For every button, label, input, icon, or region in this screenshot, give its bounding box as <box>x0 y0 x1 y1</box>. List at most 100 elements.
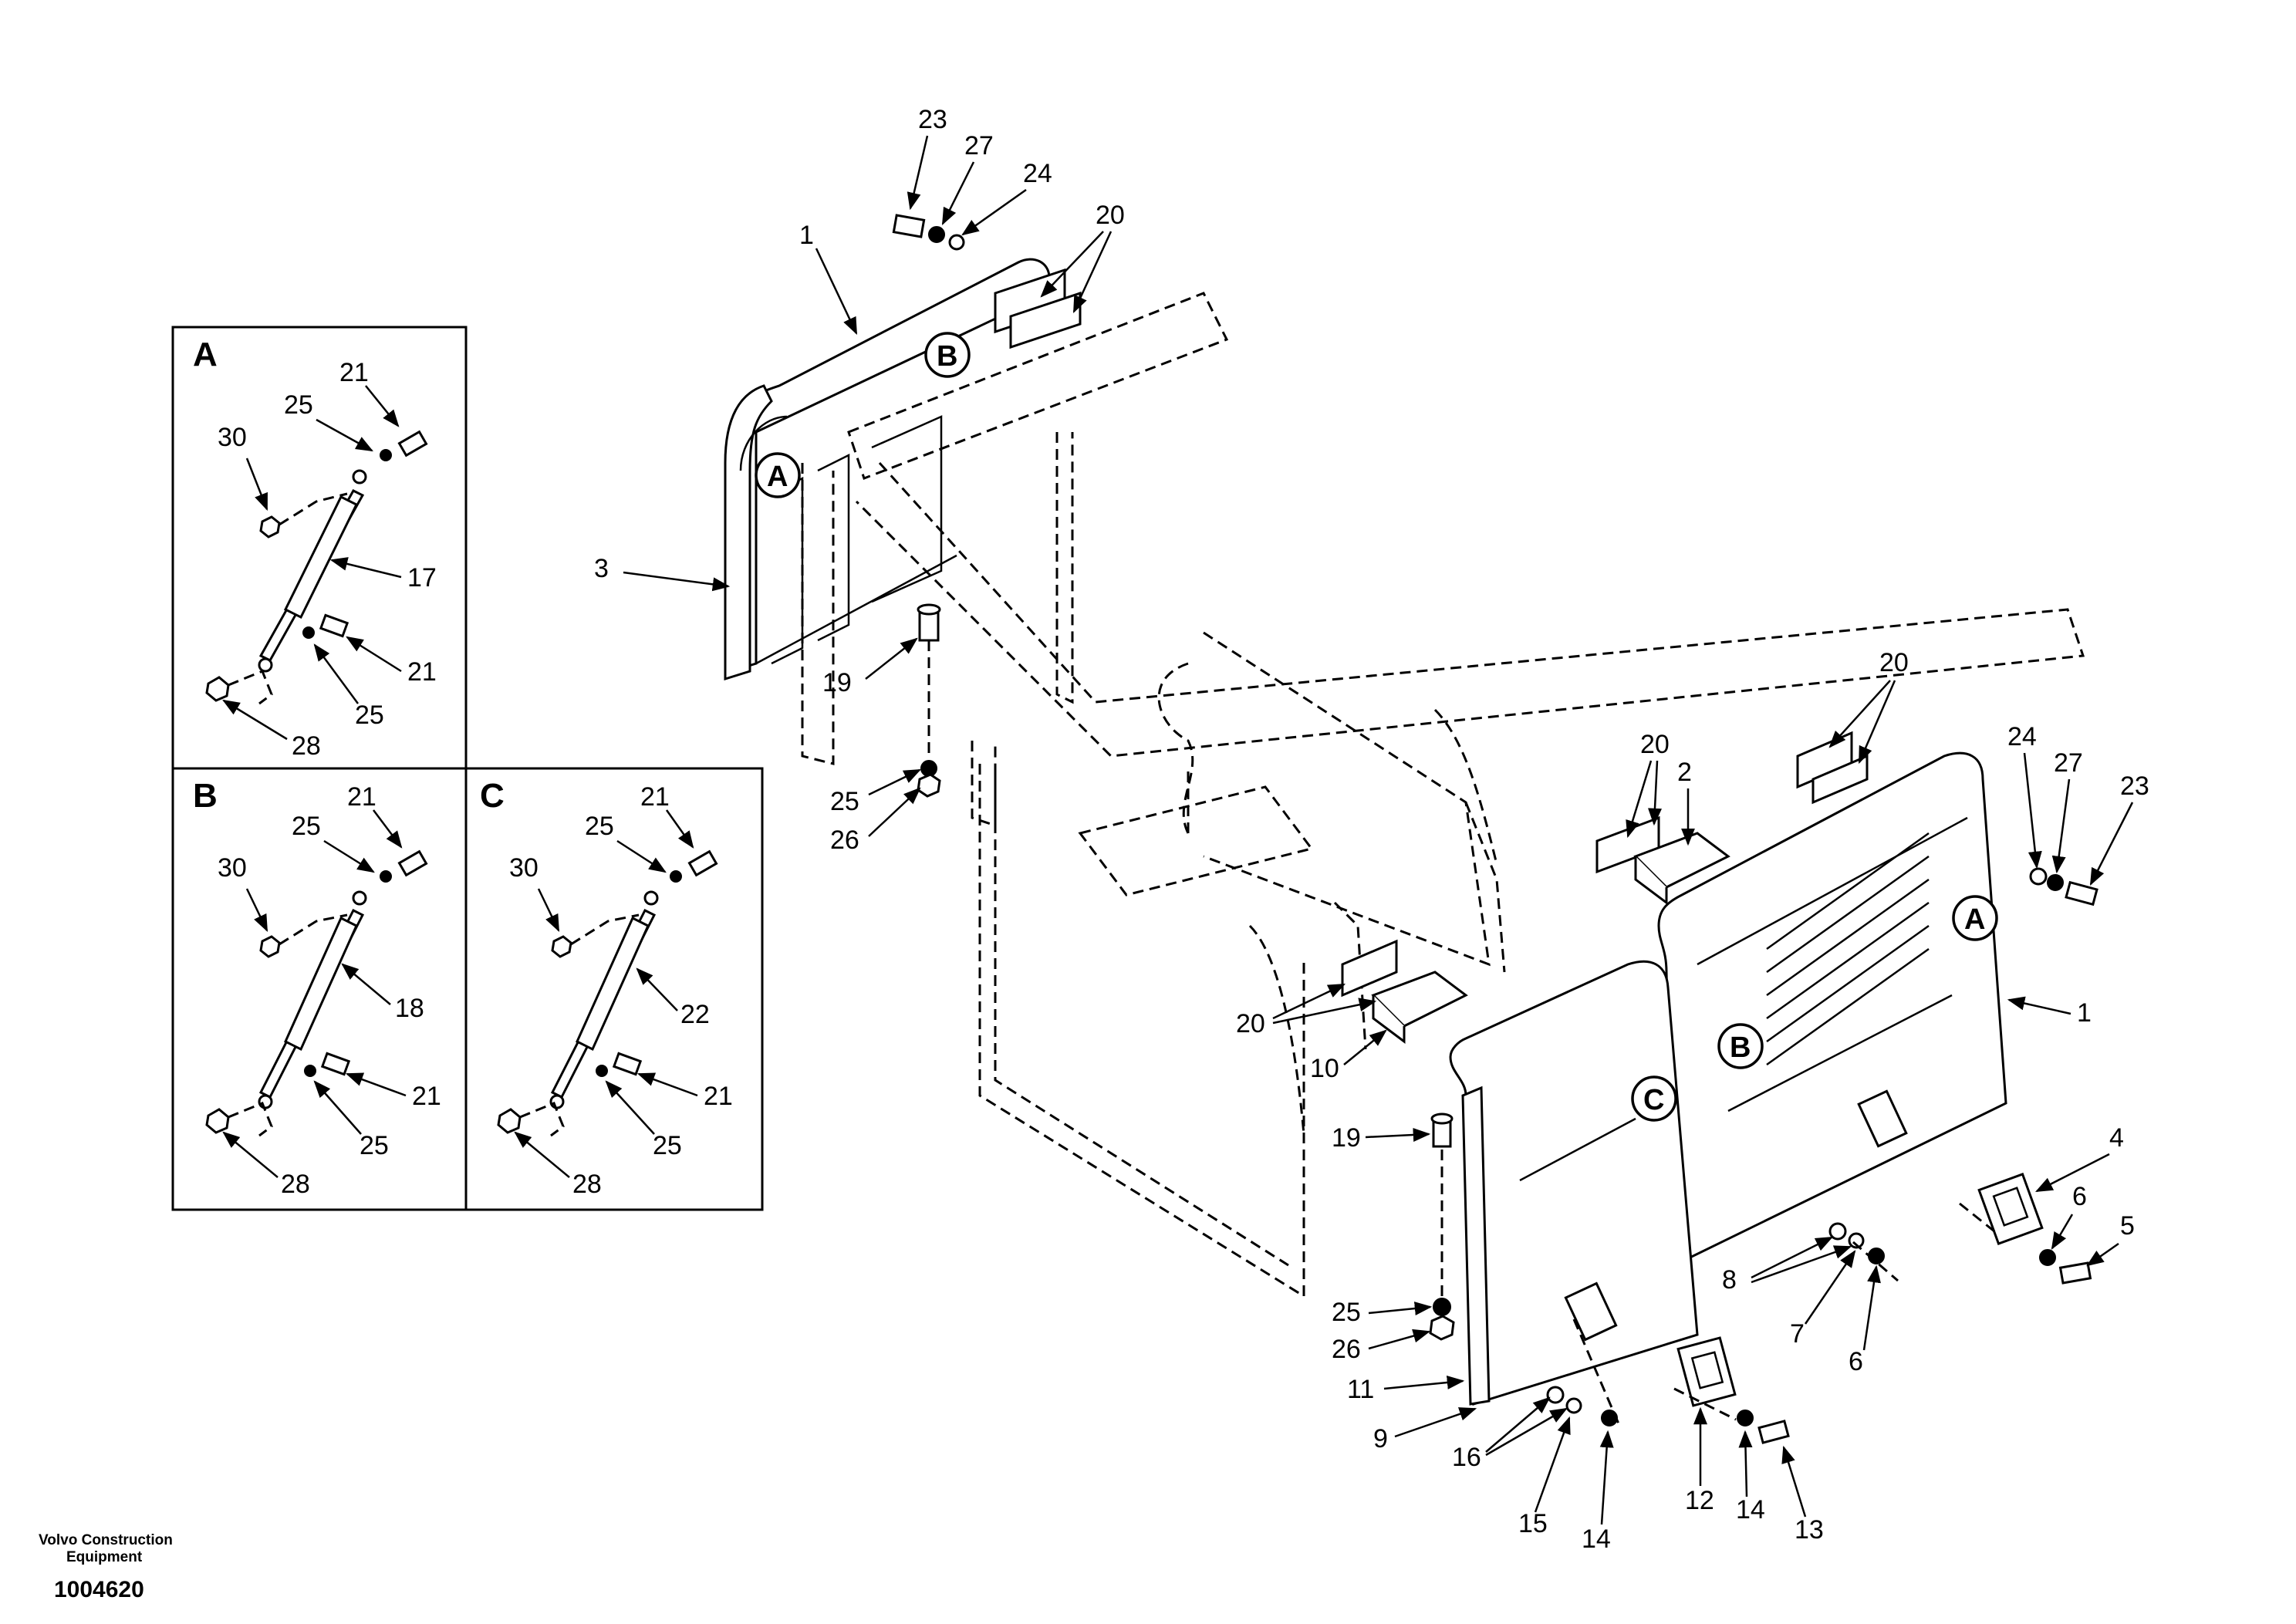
company-name-line1: Volvo Construction <box>39 1532 173 1548</box>
panel-letter-c: C <box>480 777 505 815</box>
callout-c-25-bottom: 25 <box>653 1131 682 1160</box>
callout-9: 9 <box>1373 1424 1388 1453</box>
bracket-10 <box>1371 971 1468 1044</box>
callout-16: 16 <box>1452 1443 1481 1472</box>
callout-25-top: 25 <box>830 787 859 816</box>
nut-26-top <box>917 760 941 798</box>
callout-24-right: 24 <box>2007 722 2037 751</box>
latch-4 <box>1977 1173 2044 1245</box>
callout-19-left: 19 <box>1332 1123 1361 1153</box>
ring-a-top <box>755 452 801 498</box>
callout-23-right: 23 <box>2120 771 2149 801</box>
ring-c-left <box>1631 1075 1677 1122</box>
callout-c-22: 22 <box>680 1000 710 1029</box>
callout-a-21-top: 21 <box>339 358 369 387</box>
gas-strut-18 <box>258 890 367 1109</box>
callout-2: 2 <box>1677 758 1692 787</box>
callout-3: 3 <box>594 554 609 583</box>
panel-letter-a: A <box>193 336 218 373</box>
callout-20-top: 20 <box>1096 201 1125 230</box>
bolt-21 <box>380 430 428 461</box>
callout-8: 8 <box>1722 1265 1737 1295</box>
detail-panel-b: B 21 25 30 18 21 25 28 <box>193 777 441 1199</box>
bolt-21-lower <box>302 613 349 639</box>
bolt-21-lower <box>596 1052 643 1077</box>
callout-a-21-bottom: 21 <box>407 657 437 687</box>
detail-panel-c: C 21 25 30 22 21 25 28 <box>480 777 733 1199</box>
bracket-2 <box>1633 832 1730 905</box>
louver-vents <box>1766 832 1930 1066</box>
callout-a-28: 28 <box>292 731 321 761</box>
callout-a-30: 30 <box>218 423 247 452</box>
callout-b-25-bottom: 25 <box>360 1131 389 1160</box>
right-fasteners <box>2029 867 2098 907</box>
nut-30 <box>259 935 281 958</box>
callout-b-21-top: 21 <box>347 782 376 812</box>
nut-28 <box>205 676 230 702</box>
callout-a-17: 17 <box>407 563 437 593</box>
callout-1-right: 1 <box>2077 998 2092 1028</box>
callout-6-bottom-right: 6 <box>1849 1347 1863 1376</box>
ring-a-right <box>1952 895 1998 941</box>
nut-28 <box>205 1108 230 1134</box>
detail-panels <box>171 326 764 1211</box>
callout-25-left: 25 <box>1332 1298 1361 1327</box>
callout-b-28: 28 <box>281 1170 310 1199</box>
right-door-1 <box>1657 751 2007 1268</box>
ring-b-top <box>924 332 971 378</box>
callout-10: 10 <box>1310 1054 1339 1083</box>
callout-c-30: 30 <box>509 853 539 883</box>
callout-c-25-top: 25 <box>585 812 614 841</box>
callout-b-18: 18 <box>395 994 424 1023</box>
callout-23-top: 23 <box>918 105 947 134</box>
footer: Volvo Construction Equipment 1004620 <box>39 1532 173 1602</box>
callout-c-28: 28 <box>572 1170 602 1199</box>
callout-a-25-bottom: 25 <box>355 701 384 730</box>
ring-b-right <box>1717 1023 1764 1069</box>
ring-label-b-right: B <box>1730 1031 1751 1064</box>
callout-c-21-bottom: 21 <box>704 1082 733 1111</box>
callout-14-right: 14 <box>1736 1495 1765 1524</box>
hidden-frame <box>801 292 2085 1298</box>
bolt-21 <box>380 849 428 883</box>
callout-20-right-hinge: 20 <box>1879 648 1909 677</box>
nut-26-left <box>1429 1298 1455 1341</box>
callout-12: 12 <box>1685 1486 1714 1515</box>
callout-26-left: 26 <box>1332 1335 1361 1364</box>
callout-20-left: 20 <box>1236 1009 1265 1038</box>
callout-b-25-top: 25 <box>292 812 321 841</box>
callout-b-21-bottom: 21 <box>412 1082 441 1111</box>
callout-27-top: 27 <box>964 131 994 160</box>
bolt-21-lower <box>304 1052 351 1077</box>
callout-7: 7 <box>1790 1319 1805 1349</box>
callout-1-top: 1 <box>799 221 814 250</box>
callout-19-top: 19 <box>822 668 852 697</box>
detail-panel-a: A 21 25 30 17 21 25 28 <box>193 336 437 761</box>
callout-26-top: 26 <box>830 826 859 855</box>
callout-b-30: 30 <box>218 853 247 883</box>
nut-30 <box>551 935 572 958</box>
nut-30 <box>259 515 281 539</box>
top-fasteners <box>892 214 965 251</box>
callout-14-left: 14 <box>1582 1524 1611 1554</box>
nut-28 <box>497 1108 522 1134</box>
callout-13: 13 <box>1795 1515 1824 1545</box>
company-name-line2: Equipment <box>66 1549 143 1565</box>
callout-27-right: 27 <box>2054 748 2083 778</box>
callout-15: 15 <box>1518 1509 1548 1538</box>
callout-a-25-top: 25 <box>284 390 313 420</box>
callout-4: 4 <box>2109 1123 2124 1153</box>
ring-label-b-top: B <box>937 340 957 373</box>
callout-24-top: 24 <box>1023 159 1052 188</box>
panel-letter-b: B <box>193 777 218 815</box>
ring-label-a-right: A <box>1964 903 1985 936</box>
latch-12 <box>1676 1336 1737 1407</box>
callout-c-21-top: 21 <box>640 782 670 812</box>
gas-strut-17 <box>258 469 367 673</box>
document-number: 1004620 <box>54 1577 144 1602</box>
pin-19-top <box>917 603 941 642</box>
pin-19-left <box>1430 1112 1454 1148</box>
gas-strut-22 <box>549 890 659 1109</box>
bolt-21 <box>670 849 718 883</box>
